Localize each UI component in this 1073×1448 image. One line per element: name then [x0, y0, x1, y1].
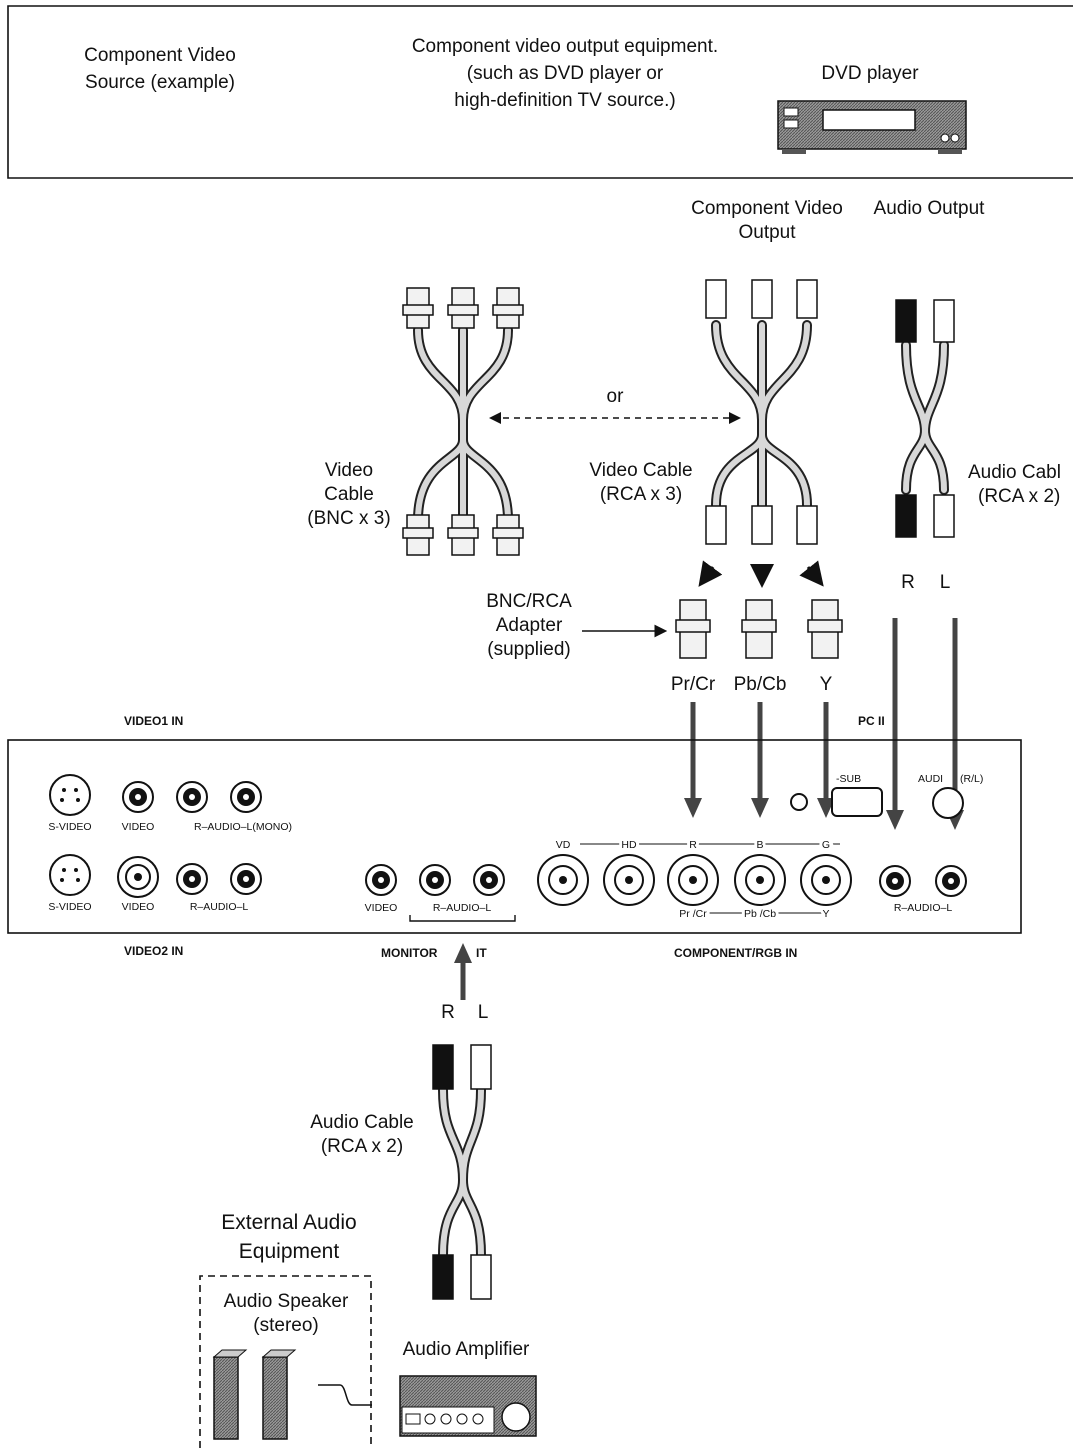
speaker-label-line1: Audio Speaker — [224, 1291, 349, 1312]
audio2-r-jack — [176, 863, 208, 895]
monitor-audio-r-jack — [419, 864, 451, 896]
bottom-r-label: R — [441, 1002, 455, 1023]
component-rgb-in-label: COMPONENT/RGB IN — [674, 946, 797, 960]
video2-label: VIDEO — [122, 901, 155, 913]
svideo1-jack — [49, 774, 91, 816]
rca-cable-label-line1: Video Cable — [589, 460, 692, 481]
pb-cb-label: Pb /Cb — [744, 908, 776, 920]
bottom-l-label: L — [478, 1002, 489, 1023]
pc-audio-label-b: (R/L) — [960, 773, 983, 785]
audio1-label: R–AUDIO–L(MONO) — [194, 821, 292, 833]
signal-flow-arrows — [684, 618, 964, 830]
bnc-cable-label-line2: Cable — [324, 484, 374, 505]
video2-bnc-jack — [117, 856, 159, 898]
speaker-icon — [212, 1349, 297, 1440]
pc-audio-label: AUDI — [918, 773, 943, 785]
audio1-l-jack — [230, 781, 262, 813]
video2-in-label: VIDEO2 IN — [124, 944, 183, 958]
connector-panel — [7, 739, 1022, 934]
audio-cable-top-icon — [895, 299, 955, 538]
audio2-label: R–AUDIO–L — [190, 901, 249, 913]
y-label: Y — [822, 908, 829, 920]
monitor-audio-l-jack — [473, 864, 505, 896]
adapter-pr-label: Pr/Cr — [671, 674, 716, 695]
component-output-label-line2: Output — [738, 222, 796, 243]
screw-icon — [790, 793, 808, 811]
svideo2-label: S-VIDEO — [48, 901, 91, 913]
external-audio-label-line1: External Audio — [221, 1211, 356, 1234]
source-desc-line3: high-definition TV source.) — [454, 90, 675, 111]
monitor-video-jack — [365, 864, 397, 896]
g-label: G — [822, 839, 830, 851]
dsub-label: -SUB — [836, 773, 861, 785]
bottom-audio-cable-label-line1: Audio Cable — [310, 1112, 414, 1133]
amplifier-icon — [399, 1375, 537, 1437]
dvd-player-label: DVD player — [821, 63, 919, 84]
dvd-player-icon — [777, 100, 967, 154]
svideo1-label: S-VIDEO — [48, 821, 91, 833]
monitor-out-label-b: IT — [476, 946, 487, 960]
pc-in-label: PC II — [858, 714, 885, 728]
audio-cable-top-label-line1: Audio Cabl — [968, 462, 1061, 483]
external-audio-label-line2: Equipment — [239, 1240, 340, 1263]
b-label: B — [756, 839, 763, 851]
video1-jack — [122, 781, 154, 813]
source-desc-line1: Component video output equipment. — [412, 36, 718, 57]
bnc-cable-label-line3: (BNC x 3) — [307, 508, 390, 529]
audio-top-r-label: R — [901, 572, 915, 593]
component-audio-label: R–AUDIO–L — [894, 902, 953, 914]
pc-audio-jack — [932, 787, 964, 819]
audio-cable-bottom-icon — [432, 1044, 492, 1300]
speaker-label-line2: (stereo) — [253, 1315, 318, 1336]
monitor-out-label-a: MONITOR — [381, 946, 438, 960]
monitor-video-label: VIDEO — [365, 902, 398, 914]
adapter-pb-label: Pb/Cb — [734, 674, 787, 695]
rca-cable-label-line2: (RCA x 3) — [600, 484, 682, 505]
monitor-audio-label: R–AUDIO–L — [433, 902, 492, 914]
amplifier-label: Audio Amplifier — [403, 1339, 530, 1360]
video1-label: VIDEO — [122, 821, 155, 833]
g-bnc-jack — [800, 854, 852, 906]
audio2-l-jack — [230, 863, 262, 895]
bnc-video-cable-icon — [402, 287, 524, 556]
svideo2-jack — [49, 854, 91, 896]
audio1-r-jack — [176, 781, 208, 813]
bnc-rca-adapters-icon — [675, 599, 843, 659]
source-title-line1: Component Video — [84, 45, 236, 66]
source-desc-line2: (such as DVD player or — [467, 63, 664, 84]
audio-output-label: Audio Output — [874, 198, 986, 219]
external-equipment-box — [199, 1275, 372, 1448]
adapter-label-line2: Adapter — [496, 615, 563, 636]
source-box: Component Video Source (example) Compone… — [7, 5, 1073, 179]
adapter-y-label: Y — [820, 674, 833, 695]
source-title-line2: Source (example) — [85, 72, 235, 93]
bottom-audio-cable-label-line2: (RCA x 2) — [321, 1136, 403, 1157]
adapter-label-line3: (supplied) — [487, 639, 570, 660]
r-bnc-jack — [667, 854, 719, 906]
or-label: or — [607, 386, 625, 407]
bnc-cable-label-line1: Video — [325, 460, 373, 481]
r-label: R — [689, 839, 697, 851]
hd-label: HD — [621, 839, 637, 851]
component-audio-r-jack — [879, 865, 911, 897]
vd-bnc-jack — [537, 854, 589, 906]
audio-top-l-label: L — [940, 572, 951, 593]
pr-cr-label: Pr /Cr — [679, 908, 707, 920]
component-output-label-line1: Component Video — [691, 198, 843, 219]
video1-in-label: VIDEO1 IN — [124, 714, 183, 728]
hd-bnc-jack — [603, 854, 655, 906]
audio-cable-top-label-line2: (RCA x 2) — [978, 486, 1060, 507]
component-audio-l-jack — [935, 865, 967, 897]
adapter-label-line1: BNC/RCA — [486, 591, 572, 612]
vd-label: VD — [556, 839, 571, 851]
b-bnc-jack — [734, 854, 786, 906]
rca-video-cable-icon — [705, 279, 818, 545]
dsub-connector — [831, 787, 883, 817]
